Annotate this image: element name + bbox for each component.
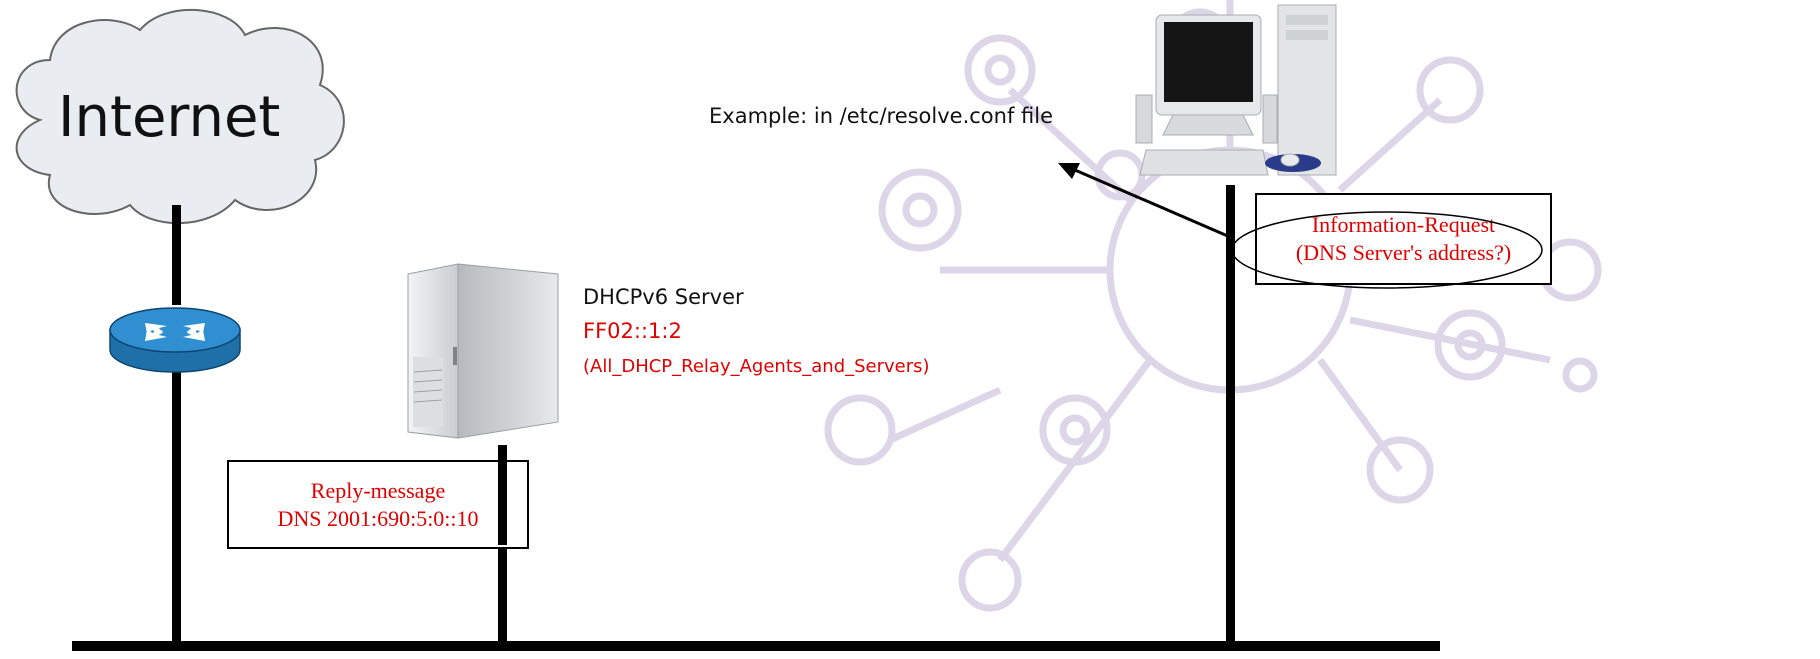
config-arrow bbox=[1058, 163, 1231, 239]
router-icon bbox=[109, 307, 241, 373]
reply-line2: DNS 2001:690:5:0::10 bbox=[277, 506, 479, 531]
request-line2: (DNS Server's address?) bbox=[1295, 240, 1512, 265]
client-config-note: Example: in /etc/resolve.conf file bbox=[709, 104, 1054, 128]
server-link-line-overlay bbox=[498, 445, 507, 545]
server-title: DHCPv6 Server bbox=[583, 285, 744, 309]
reply-line1: Reply-message bbox=[310, 478, 446, 503]
router-uplink-line bbox=[172, 205, 181, 305]
server-tower-icon bbox=[407, 263, 559, 439]
router-lan-line bbox=[172, 370, 181, 645]
desktop-computer-icon bbox=[1135, 4, 1337, 176]
lan-bus-line bbox=[72, 641, 1440, 651]
client-link-line bbox=[1226, 185, 1235, 645]
server-multicast-name: (All_DHCP_Relay_Agents_and_Servers) bbox=[583, 356, 930, 377]
internet-label: Internet bbox=[58, 85, 281, 150]
information-request-box: Information-Request (DNS Server's addres… bbox=[1255, 193, 1552, 285]
internet-cloud bbox=[15, 9, 345, 225]
request-highlight-ellipse bbox=[1231, 211, 1543, 289]
server-multicast-address: FF02::1:2 bbox=[583, 319, 682, 343]
request-line1: Information-Request bbox=[1311, 212, 1496, 237]
reply-message-box: Reply-message DNS 2001:690:5:0::10 bbox=[227, 460, 529, 549]
